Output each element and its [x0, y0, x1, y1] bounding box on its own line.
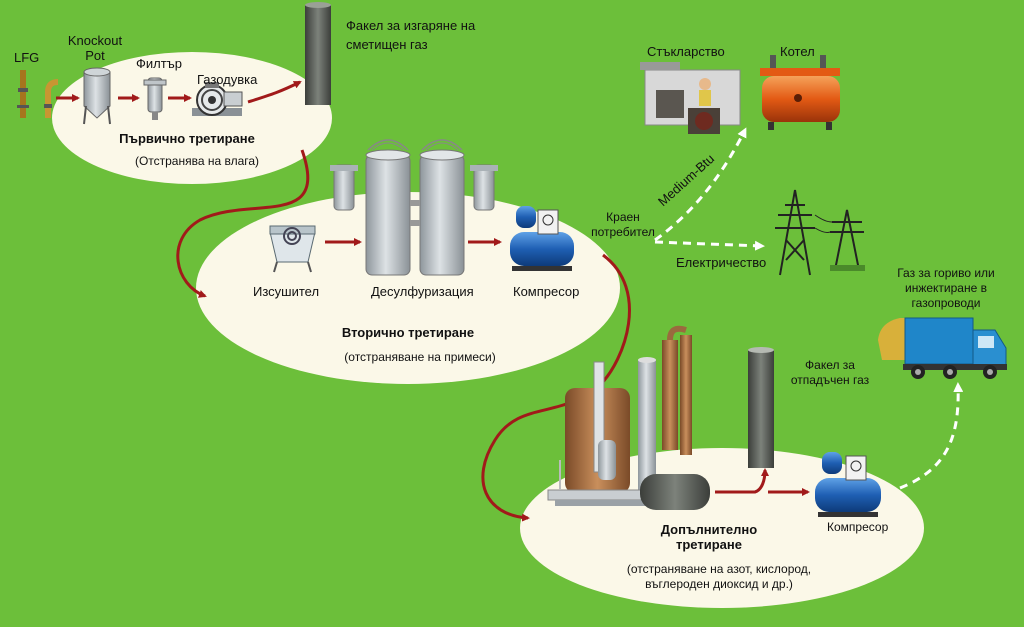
additional-treatment-plant-icon [547, 325, 710, 510]
label-electricity: Електричество [676, 255, 767, 270]
knockout-pot-icon [83, 67, 111, 125]
label-compressor-additional: Компресор [827, 520, 889, 534]
label-compressor-secondary: Компресор [513, 284, 580, 299]
dashed-arrow-to-electricity [654, 240, 765, 251]
dryer-icon [269, 225, 316, 273]
connector-secondary-to-additional [481, 253, 631, 522]
primary-ellipse [52, 52, 332, 184]
label-flare-landfill: Факел за изгаряне на сметищен газ [346, 18, 476, 52]
label-primary-title: Първично третиране [119, 131, 255, 146]
label-secondary-sub: (отстраняване на примеси) [344, 350, 496, 364]
waste-gas-flare-icon [748, 347, 774, 468]
boiler-icon [760, 55, 840, 130]
dashed-arrow-to-truck [899, 382, 964, 490]
blower-icon [192, 82, 243, 116]
grass-patch [830, 265, 865, 271]
label-dryer: Изсушител [253, 284, 320, 299]
landfill-flare-icon [305, 2, 331, 105]
label-primary-sub: (Отстранява на влага) [134, 154, 260, 168]
connector-blower-to-flare [247, 80, 302, 104]
label-desulfurization: Десулфуризация [371, 284, 474, 299]
lfg-wellhead-icon [17, 70, 59, 118]
filter-icon [143, 77, 167, 120]
arrow-to-waste-flare [715, 468, 769, 494]
label-secondary-title: Вторично третиране [341, 325, 475, 340]
compressor-secondary-icon [510, 206, 574, 271]
compressor-additional-icon [815, 452, 881, 517]
label-boiler: Котел [780, 44, 815, 59]
label-lfg: LFG [14, 50, 40, 65]
label-filter: Филтър [136, 56, 183, 71]
label-knockout-pot: Knockout Pot [67, 33, 123, 63]
dashed-arrow-to-glassworks [654, 127, 747, 242]
connector-primary-to-secondary [176, 149, 310, 298]
label-end-user: Краен потребител [591, 210, 655, 239]
fuel-truck-icon [878, 317, 1007, 379]
power-transmission-towers-icon [775, 189, 864, 276]
label-fuel-gas: Газ за гориво или инжектиране в газопров… [897, 266, 995, 310]
label-additional-sub: (отстраняване на азот, кислород, въглеро… [626, 562, 812, 591]
label-blower: Газодувка [197, 72, 258, 87]
glassworks-icon [640, 62, 741, 134]
label-additional-title: Допълнително третиране [660, 522, 758, 552]
label-glassworks: Стъкларство [647, 44, 725, 59]
label-flare-waste: Факел за отпадъчен газ [790, 358, 870, 387]
desulfurization-towers-icon [330, 139, 498, 276]
